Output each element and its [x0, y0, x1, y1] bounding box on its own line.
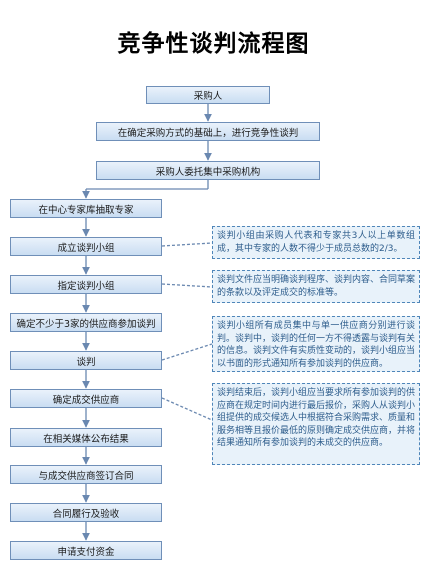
step-sign-contract: 与成交供应商签订合同: [10, 465, 162, 484]
step-negotiation: 谈判: [10, 351, 162, 370]
step-contract-acceptance: 合同履行及验收: [10, 503, 162, 522]
link-note-quotation: [161, 397, 213, 421]
step-apply-payment: 申请支付资金: [10, 541, 162, 560]
note-final-quotation: 谈判结束后，谈判小组应当要求所有参加谈判的供应商在规定时间内进行最后报价，采购人…: [212, 383, 420, 465]
step-entrust-central-agency: 采购人委托集中采购机构: [96, 161, 320, 180]
note-negotiation-documents: 谈判文件应当明确谈判程序、谈判内容、合同草案的条款以及评定成交的标准等。: [212, 270, 420, 303]
step-select-suppliers: 确定不少于3家的供应商参加谈判: [10, 313, 162, 332]
step-form-negotiation-team: 成立谈判小组: [10, 237, 162, 256]
step-designate-team: 指定谈判小组: [10, 275, 162, 294]
link-note-team: [161, 242, 213, 247]
page-title: 竞争性谈判流程图: [117, 30, 310, 57]
step-purchaser: 采购人: [146, 86, 270, 104]
step-confirm-supplier: 确定成交供应商: [10, 389, 162, 408]
link-note-documents: [161, 283, 213, 288]
step-draw-experts: 在中心专家库抽取专家: [10, 199, 162, 218]
step-confirm-procurement-method: 在确定采购方式的基础上，进行竞争性谈判: [96, 122, 320, 141]
note-team-composition: 谈判小组由采购人代表和专家共3人以上单数组成，其中专家的人数不得少于成员总数的2…: [212, 226, 420, 259]
step-publish-result: 在相关媒体公布结果: [10, 428, 162, 447]
note-negotiation-rules: 谈判小组所有成员集中与单一供应商分别进行谈判。谈判中，谈判的任何一方不得透露与谈…: [212, 316, 420, 372]
link-note-negotiation: [161, 343, 213, 361]
